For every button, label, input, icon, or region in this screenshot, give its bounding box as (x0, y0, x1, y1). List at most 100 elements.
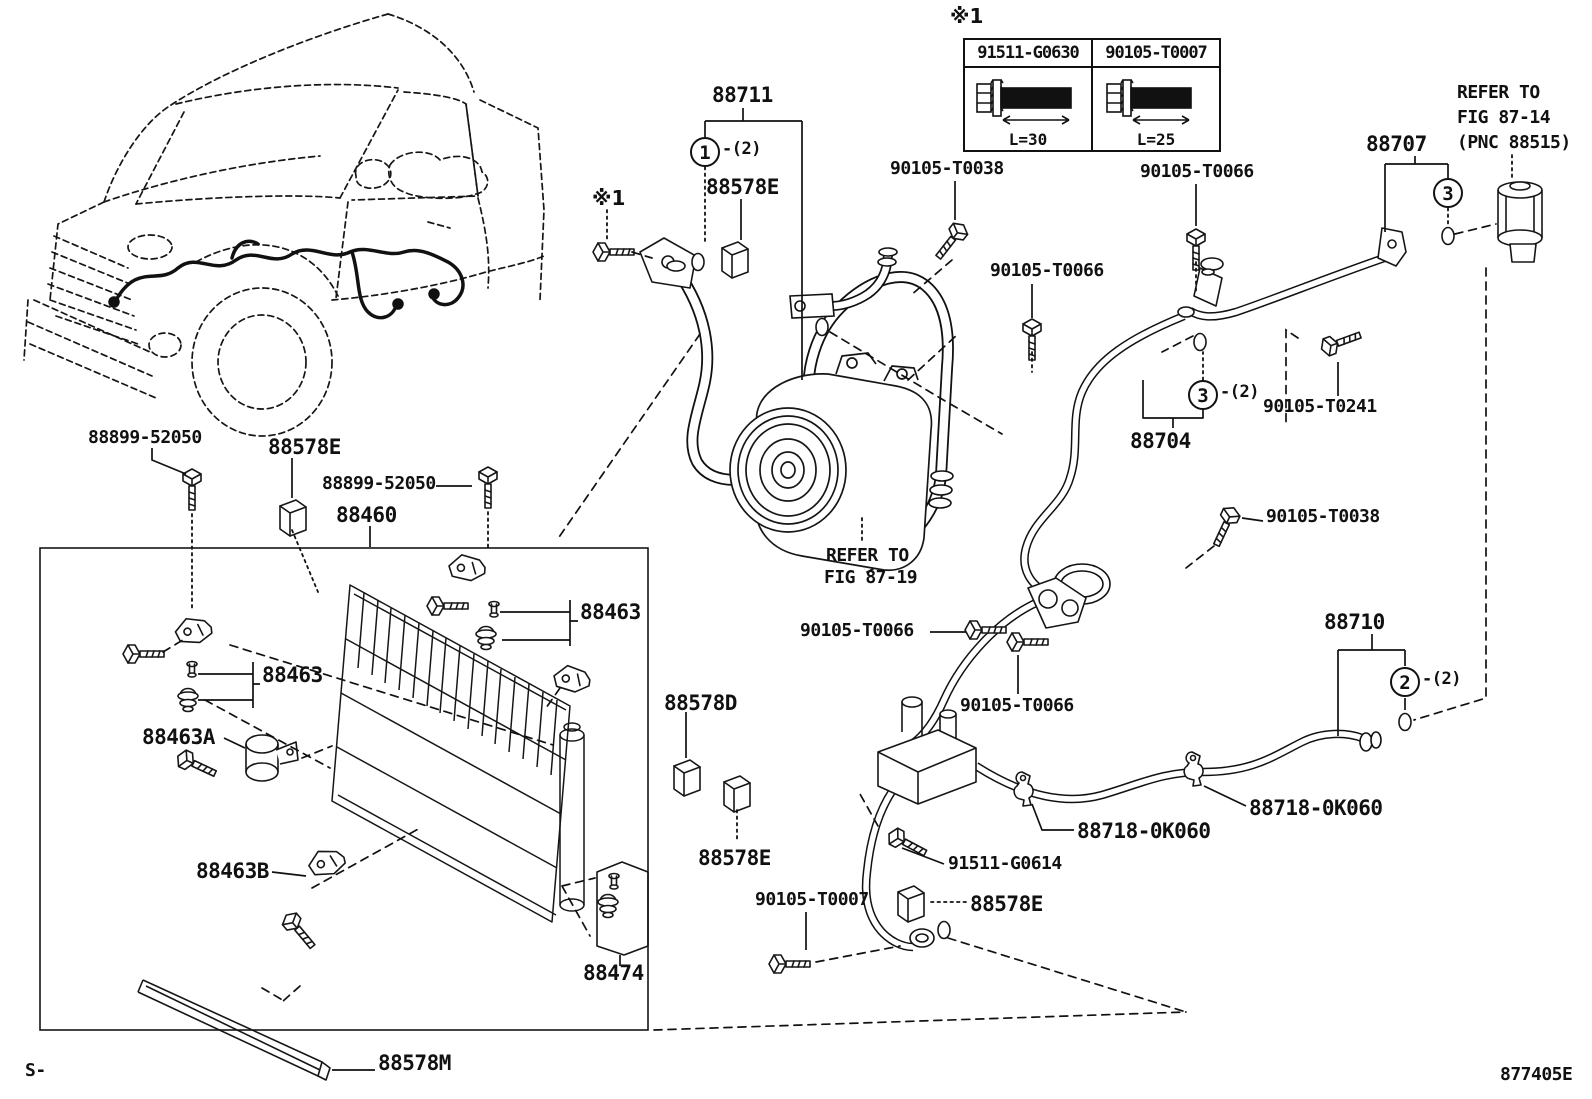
bolt-icon (182, 468, 202, 511)
reference-bolt-cell: L=25 (1093, 68, 1219, 150)
part-88707: 88707 (1366, 132, 1427, 156)
bolt-icon (592, 242, 635, 262)
part-90105-t0066-mid: 90105-T0066 (990, 260, 1104, 281)
callout-circle-3-hose: 3 (1188, 380, 1218, 410)
pipe-joint-cluster (1027, 577, 1087, 629)
part-88578d: 88578D (664, 691, 737, 715)
vehicle-sketch (23, 13, 545, 437)
bolt-icon (1006, 632, 1049, 652)
assembly-relation-lines (162, 223, 1497, 1031)
part-88463a: 88463A (142, 725, 215, 749)
liquid-tube-88710 (973, 729, 1382, 804)
bolt-icon (1317, 325, 1364, 359)
bolt-icon (1207, 503, 1243, 550)
part-88463b: 88463B (196, 859, 269, 883)
part-88578e-hose: 88578E (706, 175, 779, 199)
part-90105-t0066-top: 90105-T0066 (1140, 161, 1254, 182)
compressor (729, 352, 933, 571)
grommet-icon (475, 625, 497, 651)
part-91511-g0614: 91511-G0614 (948, 853, 1062, 874)
pipe-clamp-icon (1183, 751, 1204, 787)
part-88704: 88704 (1130, 429, 1191, 453)
part-88899-52050-right: 88899-52050 (322, 473, 436, 494)
cushion-pad-icon (723, 775, 751, 813)
suction-hose-88704 (1020, 312, 1186, 605)
part-90105-t0241: 90105-T0241 (1263, 396, 1377, 417)
refer-fig-87-14-line3: (PNC 88515) (1457, 132, 1571, 153)
part-88578e-cond: 88578E (268, 435, 341, 459)
mount-cushion-88463a (245, 734, 299, 782)
part-88899-52050-left: 88899-52050 (88, 427, 202, 448)
lower-protector-bar (137, 979, 331, 1081)
callout-circle-2: 2 (1390, 667, 1420, 697)
part-88578e-low: 88578E (970, 892, 1043, 916)
cushion-pad-icon (673, 759, 701, 797)
reference-part-number: 90105-T0007 (1093, 40, 1219, 68)
cushion-pad-icon (721, 241, 749, 279)
bolt-icon (278, 908, 321, 954)
part-88718-0k060-left: 88718-0K060 (1077, 819, 1211, 843)
part-88460: 88460 (336, 503, 397, 527)
part-88710: 88710 (1324, 610, 1385, 634)
bolt-icon (122, 644, 165, 664)
pipe-clamp-icon (1013, 771, 1034, 807)
stud-pin-icon (608, 872, 620, 890)
bolt-icon (768, 954, 811, 974)
callout-circle-1: 1 (690, 137, 720, 167)
pipe-flange-88707 (1377, 227, 1407, 267)
reference-column: 90105-T0007 L=25 (1091, 40, 1219, 150)
bolt-reference-table: 91511-G0630 L=30 90105-T0007 (963, 38, 1221, 152)
stud-pin-icon (488, 600, 500, 618)
condenser-assembly-box (39, 547, 649, 1031)
part-88474: 88474 (583, 961, 644, 985)
callout-circle-2-qty: -(2) (1422, 669, 1461, 689)
part-88463-right: 88463 (580, 600, 641, 624)
page-prefix: S- (25, 1060, 46, 1081)
callout-circle-1-qty: -(2) (722, 139, 761, 159)
bolt-length-icon (1106, 79, 1192, 125)
bolt-length-icon (976, 79, 1072, 125)
part-88463-left: 88463 (262, 663, 323, 687)
o-ring-icon (815, 317, 829, 337)
leader-lines (151, 108, 1449, 1071)
part-90105-t0007: 90105-T0007 (755, 889, 869, 910)
suction-pipe-88707 (1187, 249, 1398, 321)
refer-fig-87-14-line2: FIG 87-14 (1457, 107, 1551, 128)
bolt-length-label: L=30 (1008, 130, 1048, 149)
grommet-icon (177, 687, 199, 713)
part-88718-0k060-right: 88718-0K060 (1249, 796, 1383, 820)
refer-fig-87-19-line2: FIG 87-19 (824, 567, 918, 588)
condenser-core (331, 584, 585, 923)
part-88711: 88711 (712, 83, 773, 107)
cushion-pad-icon (897, 885, 925, 923)
stud-pin-icon (186, 660, 198, 678)
sheet-code: 877405E (1500, 1064, 1573, 1085)
liquid-tube-lower (861, 787, 935, 952)
reference-column: 91511-G0630 L=30 (965, 40, 1091, 150)
hardware-pouch (596, 861, 649, 956)
bolt-length-label: L=25 (1136, 130, 1176, 149)
part-88578m: 88578M (378, 1051, 451, 1075)
expansion-valve (1497, 181, 1543, 263)
part-90105-t0066-a: 90105-T0066 (800, 620, 914, 641)
mount-bracket-icon (447, 553, 487, 583)
callout-circle-3-hose-qty: -(2) (1220, 382, 1259, 402)
o-ring-icon (1398, 712, 1412, 732)
part-90105-t0038-low: 90105-T0038 (1266, 506, 1380, 527)
note-hose-bolt: ※1 (592, 186, 626, 210)
refer-fig-87-14-line1: REFER TO (1457, 82, 1540, 103)
bolt-icon (478, 466, 498, 509)
mount-bracket-icon (173, 615, 214, 646)
grommet-icon (597, 893, 619, 919)
reference-note: ※1 (950, 4, 984, 28)
callout-circle-3-pipe: 3 (1433, 178, 1463, 208)
dotted-leaders (191, 154, 1513, 903)
part-90105-t0066-b: 90105-T0066 (960, 695, 1074, 716)
o-ring-icon (691, 252, 705, 272)
hose-top-fitting (639, 237, 697, 289)
bolt-icon (173, 747, 220, 783)
wiring-harness-sketch (108, 239, 465, 320)
reference-part-number: 91511-G0630 (965, 40, 1091, 68)
hose-elbow-fitting (789, 247, 898, 319)
